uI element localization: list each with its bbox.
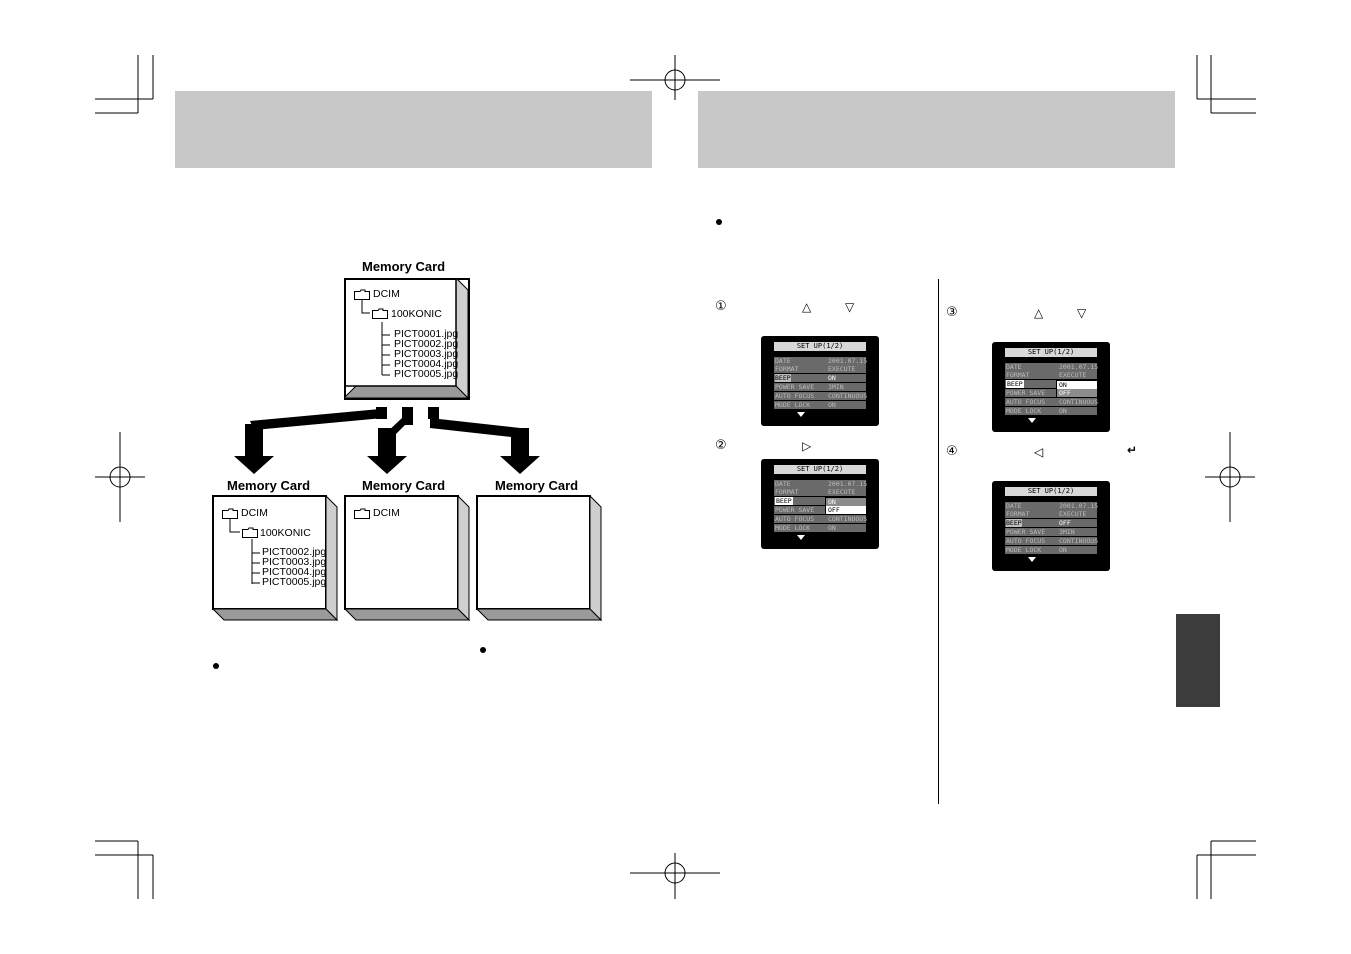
top-tree-lines	[361, 300, 390, 376]
top-file: PICT0004.jpg	[394, 358, 459, 370]
bottom-left-card-label: Memory Card	[227, 478, 311, 493]
scroll-down-icon	[797, 412, 805, 417]
top-root-folder: DCIM	[373, 288, 400, 300]
down-arrow-icon: ▽	[845, 300, 855, 314]
bottom-left-root-folder: DCIM	[241, 507, 268, 519]
scroll-down-icon	[1028, 418, 1036, 423]
column-divider	[938, 279, 939, 804]
top-file: PICT0005.jpg	[394, 368, 459, 380]
up-arrow-icon: △	[1034, 306, 1044, 320]
option-off: OFF	[1057, 389, 1097, 397]
bottom-left-subfolder: 100KONIC	[260, 527, 311, 539]
top-file: PICT0002.jpg	[394, 338, 459, 350]
section-thumb-tab	[1176, 614, 1220, 707]
top-file: PICT0001.jpg	[394, 328, 459, 340]
right-header-band	[698, 91, 1175, 168]
folder-icon	[222, 508, 238, 519]
enter-icon: ↵	[1127, 443, 1138, 457]
beep-options-popup: ON OFF	[825, 497, 867, 515]
lcd-title: SET UP(1/2)	[774, 465, 866, 474]
top-file: PICT0003.jpg	[394, 348, 459, 360]
option-on: ON	[826, 498, 866, 506]
bottom-middle-card-label: Memory Card	[362, 478, 446, 493]
bullet-point	[716, 219, 722, 225]
lcd-title: SET UP(1/2)	[774, 342, 866, 351]
bottom-left-file: PICT0002.jpg	[262, 546, 327, 558]
lcd-title: SET UP(1/2)	[1005, 348, 1097, 357]
bottom-right-card-label: Memory Card	[495, 478, 579, 493]
option-off: OFF	[828, 506, 840, 514]
up-arrow-icon: △	[802, 300, 812, 314]
top-subfolder: 100KONIC	[391, 308, 442, 320]
option-on: ON	[1059, 381, 1067, 389]
step-2-number: ②	[715, 438, 727, 453]
left-header-band	[175, 91, 652, 168]
folder-icon	[354, 508, 370, 519]
lcd-row-selected: BEEP	[1005, 380, 1097, 388]
top-card-label: Memory Card	[362, 259, 446, 274]
bottom-left-file: PICT0003.jpg	[262, 556, 327, 568]
lcd-row: POWER SAVE	[1005, 389, 1097, 397]
bullet-point	[480, 647, 486, 653]
beep-options-popup: ON OFF	[1056, 380, 1098, 398]
down-arrow-icon: ▽	[1077, 306, 1087, 320]
lcd-row: POWER SAVE	[774, 506, 866, 514]
lcd-row-selected: BEEP	[774, 497, 866, 505]
folder-icon	[354, 289, 370, 300]
scroll-down-icon	[1028, 557, 1036, 562]
step-1-number: ①	[715, 299, 727, 314]
right-arrow-icon: ▷	[802, 439, 812, 453]
bottom-left-file: PICT0005.jpg	[262, 576, 327, 588]
step-3-number: ③	[946, 305, 958, 320]
bullet-point	[213, 663, 219, 669]
lcd-title: SET UP(1/2)	[1005, 487, 1097, 496]
bottom-right-memory-card	[476, 495, 603, 622]
left-arrow-icon: ◁	[1034, 445, 1044, 459]
bottom-left-file: PICT0004.jpg	[262, 566, 327, 578]
folder-icon	[372, 308, 388, 319]
top-card-bevel	[344, 278, 470, 400]
folder-icon	[242, 527, 258, 538]
step-4-number: ④	[946, 444, 958, 459]
bottom-middle-root-folder: DCIM	[373, 507, 400, 519]
scroll-down-icon	[797, 535, 805, 540]
